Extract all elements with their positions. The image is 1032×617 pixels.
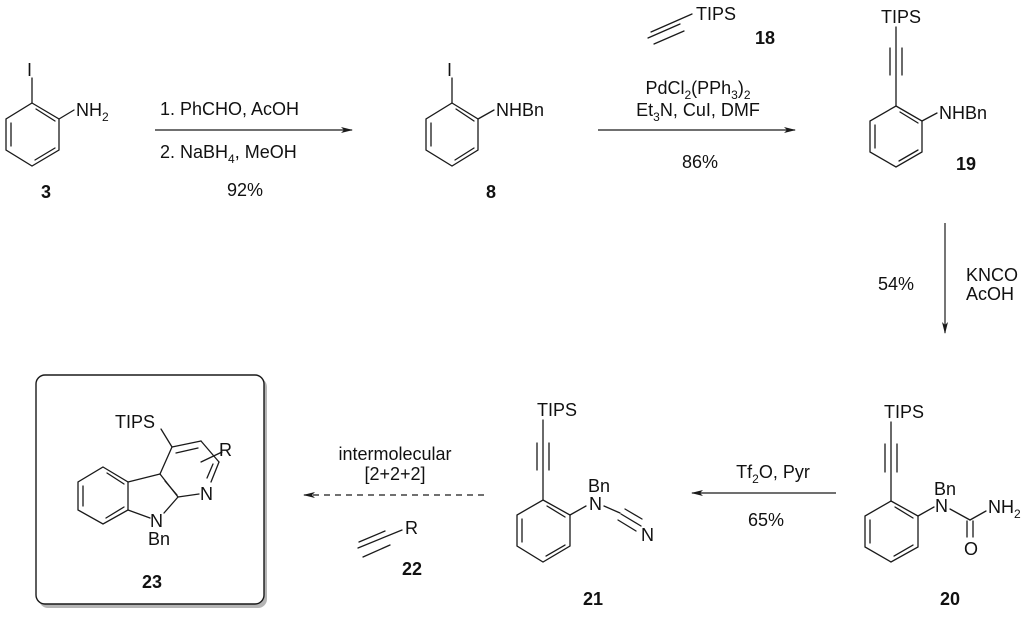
tips-label: TIPS [884,402,924,422]
iodo-label: I [27,60,32,80]
carbonyl-double-bond [966,520,974,538]
benzene-ring [864,500,919,563]
compound-23: TIPS R N N Bn 23 [77,412,232,592]
r-label: R [219,440,232,460]
yield-label: 92% [227,180,263,200]
tips-label: TIPS [115,412,155,432]
indole-n-label: N [150,511,163,531]
yield-label: 86% [682,152,718,172]
amine-label: NHBn [939,103,987,123]
pyrrole-ring [127,473,179,519]
reaction-step-4: Tf2O, Pyr 65% [691,462,836,530]
benzyl-label: Bn [934,479,956,499]
benzyl-label: Bn [148,529,170,549]
amine-bond [477,109,495,120]
compound-label: 18 [755,28,775,48]
benzene-ring [516,499,571,563]
reagent-line-2: 2. NaBH4, MeOH [160,142,297,166]
compound-23-box [35,374,267,608]
reaction-step-5: intermolecular [2+2+2] R 22 [303,444,484,579]
compound-18: TIPS 18 [647,4,775,48]
reagent-line-2: Et3N, CuI, DMF [636,100,760,124]
alkyne [889,26,903,107]
compound-8: I NHBn 8 [425,60,544,202]
n-aryl-bond [917,506,935,517]
pyridine-n-label: N [200,484,213,504]
compound-label: 8 [486,182,496,202]
reagent-line-1: KNCO [966,265,1018,285]
nitrogen-label: N [589,494,602,514]
benzene-ring [425,102,479,167]
compound-label: 19 [956,154,976,174]
reagent-line-1: 1. PhCHO, AcOH [160,99,299,119]
r-label: R [405,518,418,538]
oxygen-label: O [964,539,978,559]
alkyne [884,421,898,502]
amine-label: NH2 [76,100,109,124]
amine-bond [921,112,938,122]
benzyl-label: Bn [588,476,610,496]
nitrile-n-label: N [641,525,654,545]
iodo-label: I [447,60,452,80]
cyano-triple-bond [603,505,643,532]
reaction-step-2: TIPS 18 PdCl2(PPh3)2 Et3N, CuI, DMF 86% [598,4,796,172]
yield-label: 65% [748,510,784,530]
pyridine-ring [159,440,223,498]
benzene-ring [5,102,60,167]
reagent-line-1: PdCl2(PPh3)2 [645,78,750,102]
r-bond [200,451,223,463]
reagent-line-2: AcOH [966,284,1014,304]
benzene-ring [869,105,923,168]
tips-label: TIPS [881,7,921,27]
compound-19: TIPS NHBn 19 [869,7,987,174]
tips-bond [160,428,173,448]
compound-label: 3 [41,182,51,202]
amide-nh2-label: NH2 [988,497,1021,521]
tips-label: TIPS [696,4,736,24]
compound-3: I NH2 3 [5,60,109,202]
reaction-step-1: 1. PhCHO, AcOH 2. NaBH4, MeOH 92% [155,99,353,200]
compound-label: 23 [142,572,162,592]
compound-label: 22 [402,559,422,579]
amine-label: NHBn [496,100,544,120]
compound-label: 21 [583,589,603,609]
amine-bond [58,109,75,120]
compound-22: R 22 [357,518,422,579]
alkyne [536,419,550,501]
compound-20: TIPS Bn N NH2 O 20 [864,402,1021,609]
yield-label: 54% [878,274,914,294]
reaction-step-3: 54% KNCO AcOH [878,223,1018,334]
reagent-line-1: Tf2O, Pyr [736,462,810,486]
nitrogen-label: N [935,496,948,516]
n-carbonyl-bond [949,508,971,521]
compound-label: 20 [940,589,960,609]
reagent-line-2: [2+2+2] [364,464,425,484]
reagent-line-1: intermolecular [338,444,451,464]
highlight-box [35,374,265,605]
compound-21: TIPS Bn N N 21 [516,400,654,609]
tips-label: TIPS [537,400,577,420]
carbonyl-nh2-bond [969,510,987,521]
n-aryl-bond [569,505,587,516]
